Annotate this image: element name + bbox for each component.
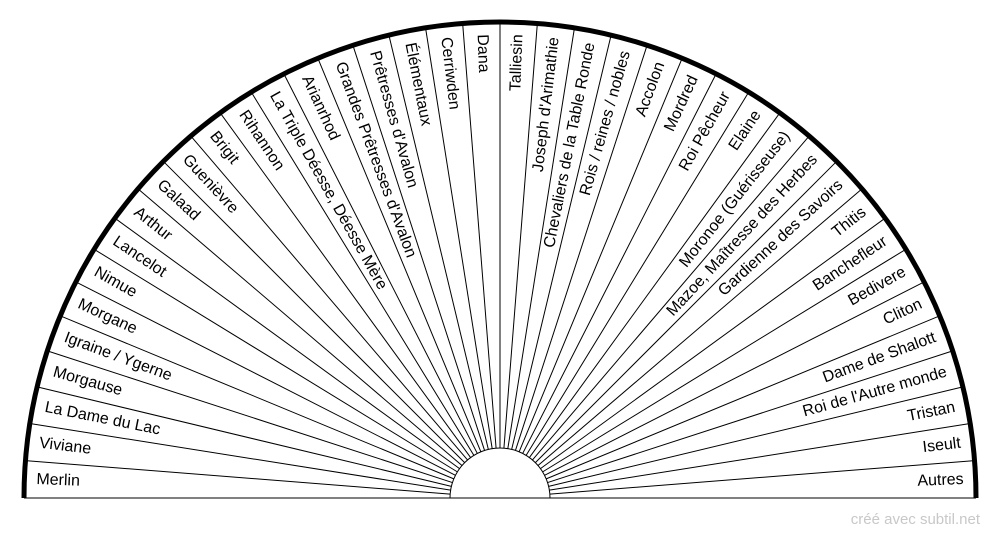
segment-label: Viviane <box>38 435 92 458</box>
segment-label: Élémentaux <box>401 41 436 128</box>
divider-line <box>219 112 472 458</box>
divider-line <box>163 161 465 463</box>
divider-line <box>425 27 493 449</box>
divider-line <box>190 135 468 461</box>
segment-label: Cerriwden <box>437 36 462 110</box>
divider-line <box>75 281 456 476</box>
segment-label: Dana <box>474 34 493 73</box>
inner-arc <box>449 447 551 499</box>
divider-line <box>511 35 612 450</box>
divider-line <box>549 423 971 491</box>
divider-line <box>528 112 781 458</box>
divider-line <box>283 73 478 454</box>
outer-arc <box>21 19 979 499</box>
divider-line <box>250 91 475 456</box>
divider-line <box>532 135 810 461</box>
divider-line <box>93 248 458 473</box>
divider-line <box>37 386 452 487</box>
segment-label: La Dame du Lac <box>43 399 161 439</box>
divider-line <box>462 23 497 449</box>
segment-label: Morgause <box>51 364 124 400</box>
divider-line <box>60 315 455 480</box>
divider-line <box>535 161 837 463</box>
divider-lines <box>25 22 975 495</box>
segment-label: Talliesin <box>507 34 526 92</box>
segment-label: Autres <box>917 471 964 490</box>
divider-line <box>29 423 451 491</box>
segment-label: Merlin <box>36 471 80 490</box>
divider-line <box>388 35 489 450</box>
divider-line <box>518 58 683 453</box>
divider-line <box>549 460 975 495</box>
divider-line <box>317 58 482 453</box>
divider-line <box>525 91 750 456</box>
segment-label: Nimue <box>91 264 140 301</box>
divider-line <box>507 27 575 449</box>
divider-line <box>547 350 953 484</box>
segment-label: Accolon <box>633 60 669 119</box>
segment-label: Arthur <box>131 204 176 245</box>
segment-label: Galaad <box>154 177 203 225</box>
divider-line <box>503 23 538 449</box>
segment-label: Brigit <box>206 128 242 168</box>
segment-label: Morgane <box>75 296 140 338</box>
credit-text: créé avec subtil.net <box>850 511 980 528</box>
divider-line <box>545 315 940 480</box>
divider-line <box>47 350 453 484</box>
divider-line <box>522 73 717 454</box>
segment-label: Mordred <box>661 73 701 134</box>
divider-line <box>114 217 460 470</box>
divider-line <box>352 45 486 451</box>
divider-line <box>25 460 451 495</box>
divider-line <box>542 248 907 473</box>
segment-label: Elaine <box>726 107 765 154</box>
segment-label: Thitis <box>829 204 870 241</box>
segment-label: Iseult <box>922 435 963 456</box>
divider-line <box>537 188 863 466</box>
divider-line <box>137 188 463 466</box>
segment-label: Tristan <box>906 399 957 425</box>
divider-line <box>544 281 925 476</box>
divider-line <box>514 45 648 451</box>
divider-line <box>540 217 886 470</box>
divider-line <box>548 386 963 487</box>
